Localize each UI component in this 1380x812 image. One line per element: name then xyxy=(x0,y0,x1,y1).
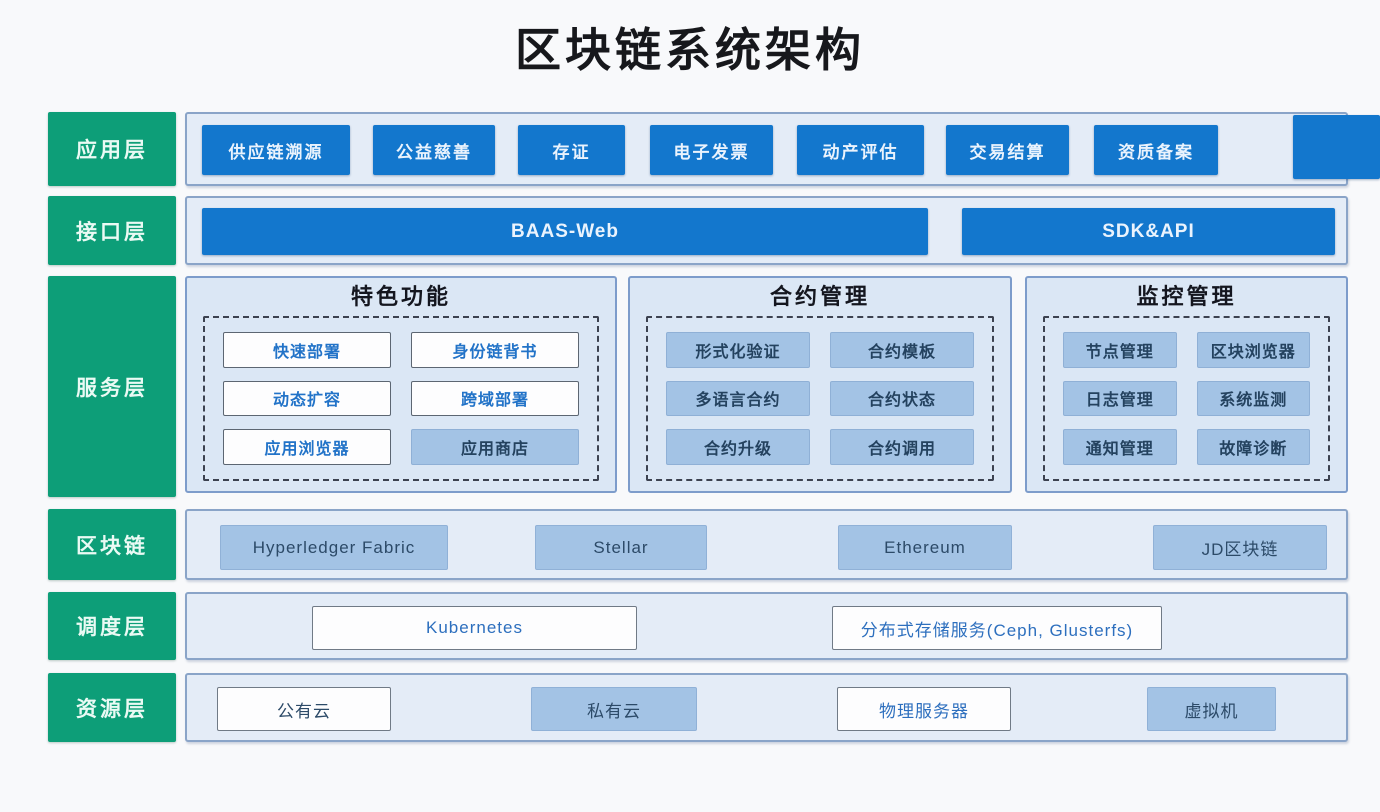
service-layer-row: 特色功能 快速部署 身份链背书 动态扩容 跨域部署 应用浏览器 应用商店 合约管… xyxy=(185,276,1348,497)
app-item-supply-chain-trace: 供应链溯源 xyxy=(202,125,350,175)
service-item-node-mgmt: 节点管理 xyxy=(1063,332,1177,368)
app-item-evidence: 存证 xyxy=(518,125,625,175)
scheduling-layer-row: Kubernetes 分布式存储服务(Ceph, Glusterfs) xyxy=(185,592,1348,660)
resource-item-physical-server: 物理服务器 xyxy=(837,687,1011,731)
blockchain-layer-row: Hyperledger Fabric Stellar Ethereum JD区块… xyxy=(185,509,1348,580)
layer-label-scheduling: 调度层 xyxy=(48,592,176,660)
service-item-rapid-deploy: 快速部署 xyxy=(223,332,391,368)
app-item-charity: 公益慈善 xyxy=(373,125,495,175)
service-item-contract-state: 合约状态 xyxy=(830,380,974,417)
layer-label-blockchain: 区块链 xyxy=(48,509,176,580)
resource-layer-row: 公有云 私有云 物理服务器 虚拟机 xyxy=(185,673,1348,742)
service-group-features-items: 快速部署 身份链背书 动态扩容 跨域部署 应用浏览器 应用商店 xyxy=(203,316,599,481)
layer-label-service: 服务层 xyxy=(48,276,176,497)
interface-item-sdk-api: SDK&API xyxy=(962,208,1335,255)
chain-item-jd-blockchain: JD区块链 xyxy=(1153,525,1327,570)
service-group-monitor-items: 节点管理 区块浏览器 日志管理 系统监测 通知管理 故障诊断 xyxy=(1043,316,1330,481)
service-item-fault-diagnose: 故障诊断 xyxy=(1196,429,1310,465)
service-item-contract-upgrade: 合约升级 xyxy=(666,429,810,465)
app-item-overflow xyxy=(1293,115,1380,179)
app-item-e-invoice: 电子发票 xyxy=(650,125,773,175)
service-group-monitor: 监控管理 节点管理 区块浏览器 日志管理 系统监测 通知管理 故障诊断 xyxy=(1025,276,1348,493)
service-group-features: 特色功能 快速部署 身份链背书 动态扩容 跨域部署 应用浏览器 应用商店 xyxy=(185,276,617,493)
resource-item-virtual-machine: 虚拟机 xyxy=(1147,687,1276,731)
service-group-contract-items: 形式化验证 合约模板 多语言合约 合约状态 合约升级 合约调用 xyxy=(646,316,994,481)
service-item-formal-verify: 形式化验证 xyxy=(666,332,810,368)
service-item-identity-endorse: 身份链背书 xyxy=(411,332,579,368)
service-item-app-store: 应用商店 xyxy=(411,429,579,465)
service-item-block-browser: 区块浏览器 xyxy=(1196,332,1310,368)
application-layer-row: 供应链溯源 公益慈善 存证 电子发票 动产评估 交易结算 资质备案 xyxy=(185,112,1348,186)
interface-layer-row: BAAS-Web SDK&API xyxy=(185,196,1348,265)
resource-item-public-cloud: 公有云 xyxy=(217,687,391,731)
layer-label-resource: 资源层 xyxy=(48,673,176,742)
sched-item-distributed-storage: 分布式存储服务(Ceph, Glusterfs) xyxy=(832,606,1162,650)
chain-item-stellar: Stellar xyxy=(535,525,707,570)
page-title: 区块链系统架构 xyxy=(515,24,865,76)
service-item-dynamic-scaling: 动态扩容 xyxy=(223,380,391,417)
sched-item-kubernetes: Kubernetes xyxy=(312,606,637,650)
service-item-multilang-contract: 多语言合约 xyxy=(666,380,810,417)
service-item-contract-template: 合约模板 xyxy=(830,332,974,368)
chain-item-hyperledger-fabric: Hyperledger Fabric xyxy=(220,525,448,570)
chain-item-ethereum: Ethereum xyxy=(838,525,1012,570)
service-group-contract: 合约管理 形式化验证 合约模板 多语言合约 合约状态 合约升级 合约调用 xyxy=(628,276,1012,493)
app-item-asset-appraisal: 动产评估 xyxy=(797,125,924,175)
service-item-app-browser: 应用浏览器 xyxy=(223,429,391,465)
layer-label-application: 应用层 xyxy=(48,112,176,186)
app-item-settlement: 交易结算 xyxy=(946,125,1069,175)
service-item-log-mgmt: 日志管理 xyxy=(1063,380,1177,417)
service-item-sys-monitor: 系统监测 xyxy=(1196,380,1310,417)
interface-item-baas-web: BAAS-Web xyxy=(202,208,928,255)
service-group-title: 合约管理 xyxy=(769,284,870,309)
resource-item-private-cloud: 私有云 xyxy=(531,687,697,731)
service-item-cross-domain: 跨域部署 xyxy=(411,380,579,417)
layer-label-interface: 接口层 xyxy=(48,196,176,265)
app-item-qualification: 资质备案 xyxy=(1094,125,1218,175)
service-item-notify-mgmt: 通知管理 xyxy=(1063,429,1177,465)
service-item-contract-invoke: 合约调用 xyxy=(830,429,974,465)
service-group-title: 监控管理 xyxy=(1136,284,1237,309)
service-group-title: 特色功能 xyxy=(350,284,451,309)
